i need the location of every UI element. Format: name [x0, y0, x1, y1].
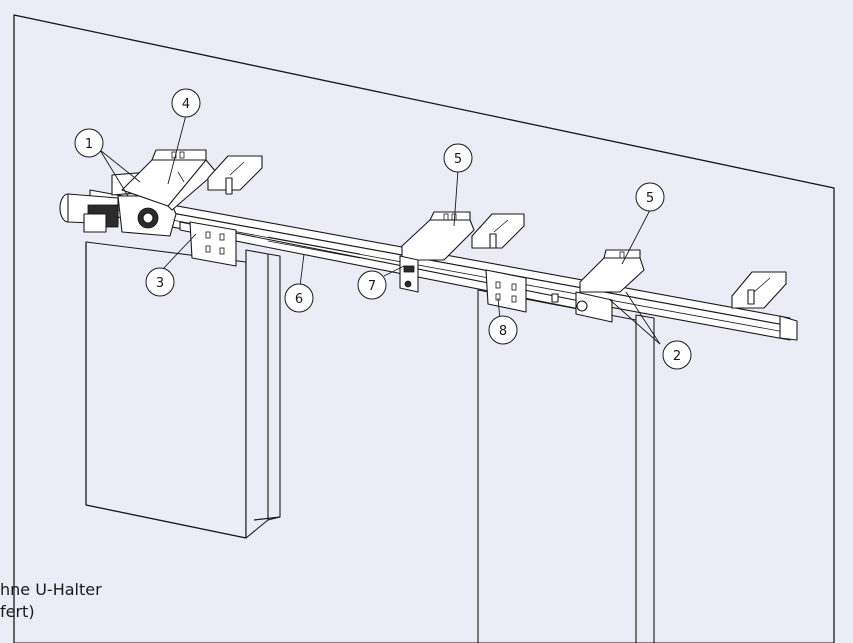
- end-carriage: [575, 291, 613, 323]
- svg-text:3: 3: [156, 276, 164, 291]
- door-leaf-left-foot: [253, 516, 281, 521]
- note-line-1: hne U-Halter: [0, 580, 102, 599]
- door-leaf-left-side: [245, 249, 269, 539]
- rail-slot: [267, 236, 361, 255]
- stopper-7: [399, 255, 419, 293]
- callout-4: 4: [171, 88, 201, 118]
- note-line-2: fert): [0, 602, 35, 621]
- callout-7: 7: [357, 270, 387, 300]
- svg-text:6: 6: [295, 292, 303, 307]
- svg-text:4: 4: [182, 97, 190, 112]
- callout-6: 6: [284, 283, 314, 313]
- motor-terminal-box: [83, 213, 107, 233]
- callout-2: 2: [662, 340, 692, 370]
- callout-5-middle: 5: [443, 143, 473, 173]
- bracket-5-right-wall: [603, 249, 641, 259]
- svg-text:5: 5: [646, 191, 654, 206]
- callout-8: 8: [488, 315, 518, 345]
- bracket-5-middle-wall: [429, 211, 471, 221]
- svg-text:2: 2: [673, 349, 681, 364]
- bracket-4-wall: [151, 149, 207, 161]
- u-holder-2: [471, 213, 525, 249]
- wall-outline: [13, 14, 835, 643]
- carriage-3: [189, 221, 237, 267]
- u-holder-3: [731, 271, 787, 309]
- door-leaf-right-side: [635, 314, 655, 643]
- svg-text:1: 1: [85, 137, 93, 152]
- rail-end-cap: [779, 315, 798, 341]
- roller: [576, 300, 588, 312]
- note-text: hne U-Halter fert): [0, 579, 200, 623]
- callout-5-right: 5: [635, 182, 665, 212]
- svg-text:7: 7: [368, 279, 376, 294]
- callout-3: 3: [145, 267, 175, 297]
- bracket-4-wing: [167, 159, 217, 211]
- callout-1: 1: [74, 128, 104, 158]
- door-leaf-left-bottom: [85, 504, 247, 539]
- door-leaf-left-back: [267, 253, 281, 521]
- svg-text:8: 8: [499, 324, 507, 339]
- svg-text:5: 5: [454, 152, 462, 167]
- u-holder-1: [207, 155, 263, 191]
